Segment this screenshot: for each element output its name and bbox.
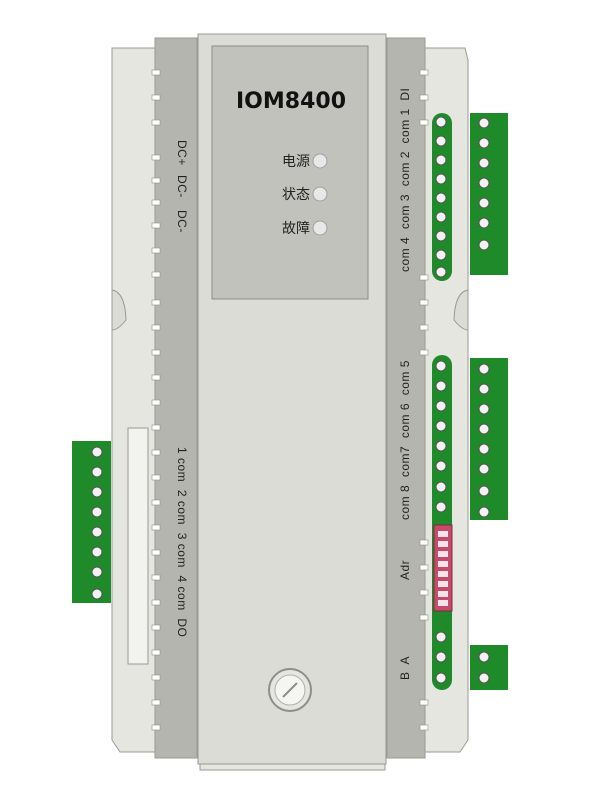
right-bus-terminal — [470, 645, 508, 690]
right-strip-notches — [419, 69, 429, 731]
input-labels-top: com 4 com 3 com 2 com 1 DI — [398, 88, 412, 272]
indicator-status: 状态 — [282, 186, 328, 203]
power-label-dc-minus-2: DC- — [175, 210, 189, 233]
right-input-terminal-top — [470, 113, 508, 275]
right-top-rail — [432, 113, 452, 281]
side-clips — [111, 289, 469, 331]
status-led-icon — [312, 186, 328, 202]
housing — [111, 33, 469, 771]
power-label-dc-minus-1: DC- — [175, 175, 189, 198]
bus-labels: B A — [398, 656, 412, 680]
power-led-icon — [312, 153, 328, 169]
indicator-status-label: 状态 — [282, 187, 310, 203]
indicator-fault-label: 故障 — [282, 221, 310, 237]
left-label-tab — [127, 427, 149, 665]
left-strip-notches — [151, 69, 161, 731]
dip-switch[interactable] — [433, 524, 453, 612]
reset-knob[interactable] — [268, 668, 312, 712]
input-labels-mid: com 8 com7 com 6 com 5 — [398, 360, 412, 520]
output-labels: 1 com 2 com 3 com 4 com DO — [175, 447, 189, 637]
indicator-fault: 故障 — [282, 220, 328, 237]
indicator-power: 电源 — [282, 153, 328, 170]
addr-label: Adr — [398, 560, 412, 580]
knob-indicator-icon — [282, 682, 298, 698]
indicator-power-label: 电源 — [282, 154, 310, 170]
model-title: IOM8400 — [236, 89, 346, 114]
left-output-terminal — [72, 441, 111, 603]
right-mid-rail — [432, 355, 452, 690]
power-label-dc-plus: DC+ — [175, 140, 189, 166]
right-input-terminal-mid — [470, 358, 508, 520]
fault-led-icon — [312, 220, 328, 236]
